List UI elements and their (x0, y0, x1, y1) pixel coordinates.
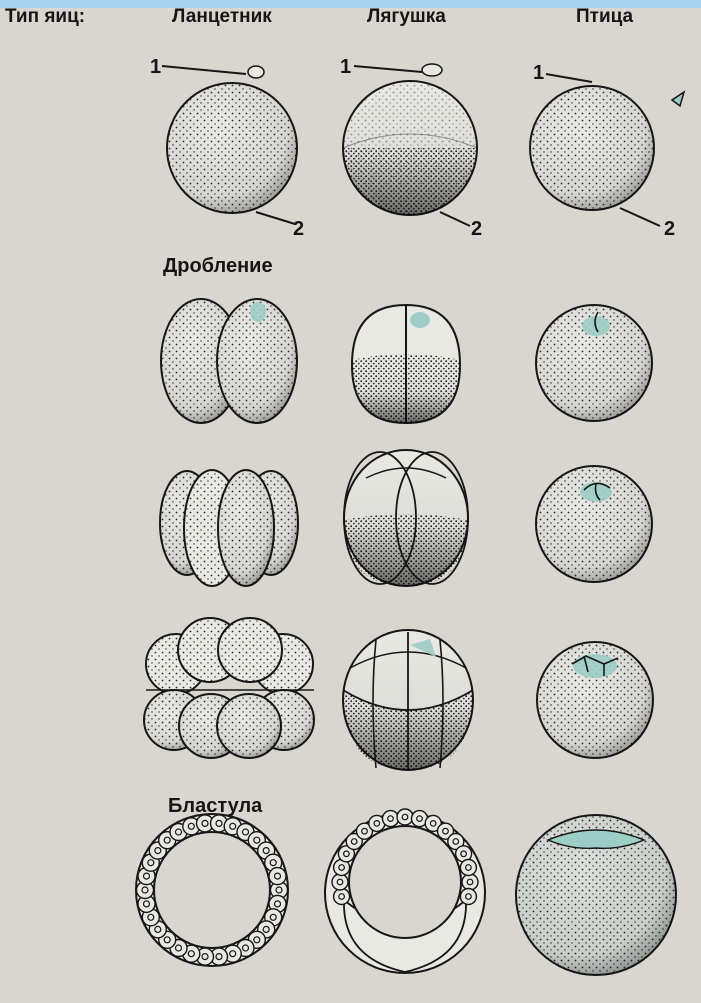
marker-2-frog: 2 (471, 218, 482, 241)
section-blastula: Бластула (168, 795, 262, 818)
lancelet-blastula (136, 814, 288, 966)
blastomere-cell (269, 868, 286, 885)
blastomere-cell (332, 874, 348, 890)
column-lancelet: Ланцетник (172, 6, 272, 28)
blastomere-cell (462, 874, 478, 890)
frog-2cell (352, 305, 460, 423)
lancelet-egg (162, 66, 297, 224)
section-cleavage: Дробление (163, 255, 273, 278)
lancelet-4cell (160, 470, 298, 586)
egg-type-label: Тип яиц: (5, 6, 85, 28)
marker-1-frog: 1 (340, 56, 351, 79)
bird-blastula (516, 815, 676, 975)
lancelet-8cell (144, 618, 314, 758)
column-frog: Лягушка (367, 6, 446, 28)
bird-2cell (536, 305, 652, 421)
frog-4cell (344, 450, 468, 586)
column-bird: Птица (576, 6, 633, 28)
marker-2-lancelet: 2 (293, 218, 304, 241)
frog-8cell (343, 630, 473, 770)
bird-8cell (537, 642, 653, 758)
blastomere-cell (460, 889, 476, 905)
bird-egg (530, 74, 684, 226)
blastomere-cell (334, 889, 350, 905)
bird-4cell (536, 466, 652, 582)
marker-2-bird: 2 (664, 218, 675, 241)
blastomere-cell (397, 809, 413, 825)
blastomere-cell (383, 811, 399, 827)
lancelet-2cell (161, 299, 297, 423)
frog-egg (343, 64, 477, 226)
blastomere-cell (460, 860, 476, 876)
marker-1-lancelet: 1 (150, 56, 161, 79)
marker-1-bird: 1 (533, 62, 544, 85)
frog-blastula (325, 809, 485, 973)
